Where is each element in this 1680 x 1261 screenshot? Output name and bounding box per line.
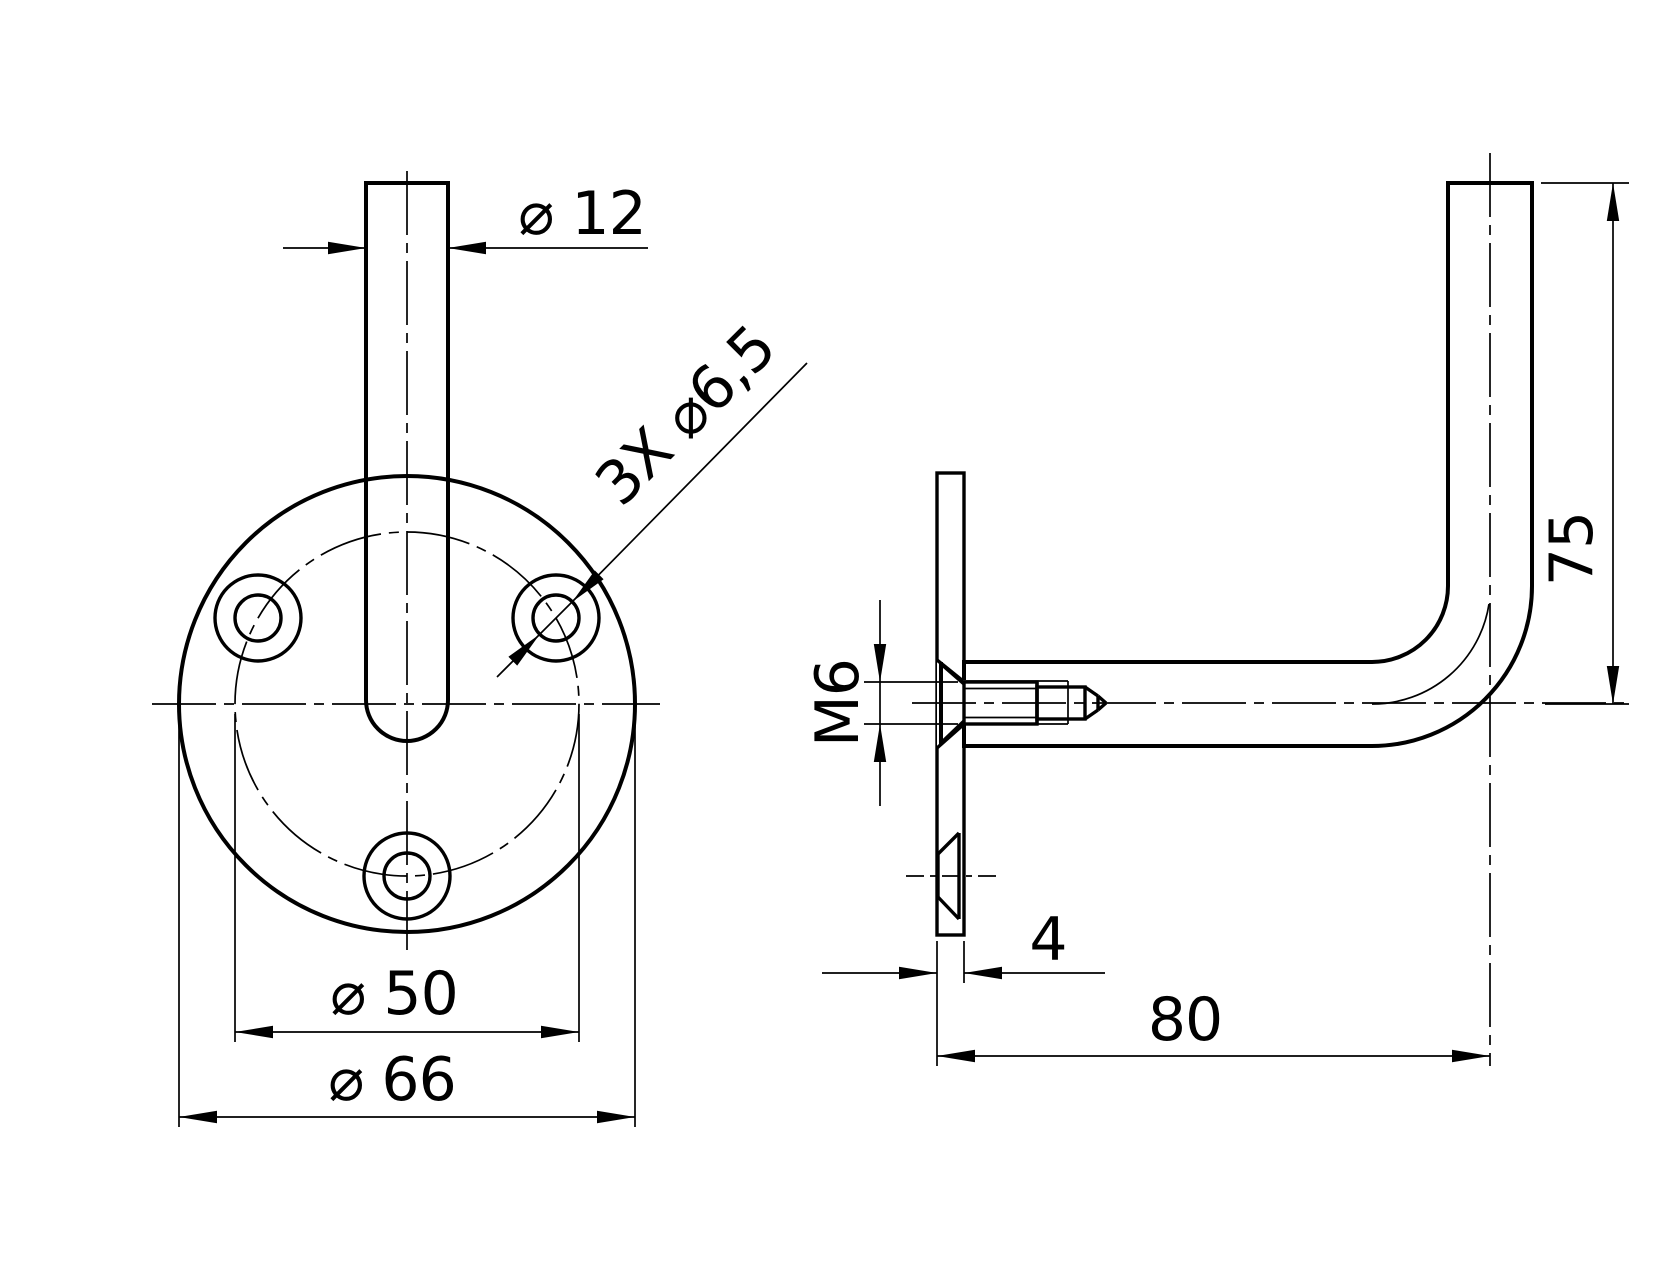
dim-label-screw-thread: M6 [803,659,873,747]
dim-arm-height: 75 [1537,182,1629,705]
dim-flange-diameter: ⌀ 66 [178,714,636,1127]
dim-screw-thread: M6 [803,600,958,806]
dim-arm-reach: 80 [936,941,1490,1066]
dim-label-arm-reach: 80 [1148,985,1222,1055]
bracket-arm-section [962,181,1534,748]
post-outline [364,181,450,743]
side-view: 75 80 4 M6 [803,153,1630,1066]
dim-label-bolt-circle: ⌀ 50 [330,959,458,1029]
lower-countersink-hole [906,831,996,921]
dim-label-plate-thickness: 4 [1029,905,1066,975]
dim-label-arm-height: 75 [1537,512,1607,586]
dim-label-flange-diameter: ⌀ 66 [328,1045,456,1115]
dim-post-diameter: ⌀ 12 [283,179,648,255]
dim-plate-thickness: 4 [822,905,1105,983]
dim-label-post-diameter: ⌀ 12 [518,179,646,249]
bend-seam-line [1371,603,1490,705]
mounting-hole-top-left [213,573,303,663]
dim-bolt-circle: ⌀ 50 [234,714,580,1042]
mounting-hole-top-right [511,573,601,663]
